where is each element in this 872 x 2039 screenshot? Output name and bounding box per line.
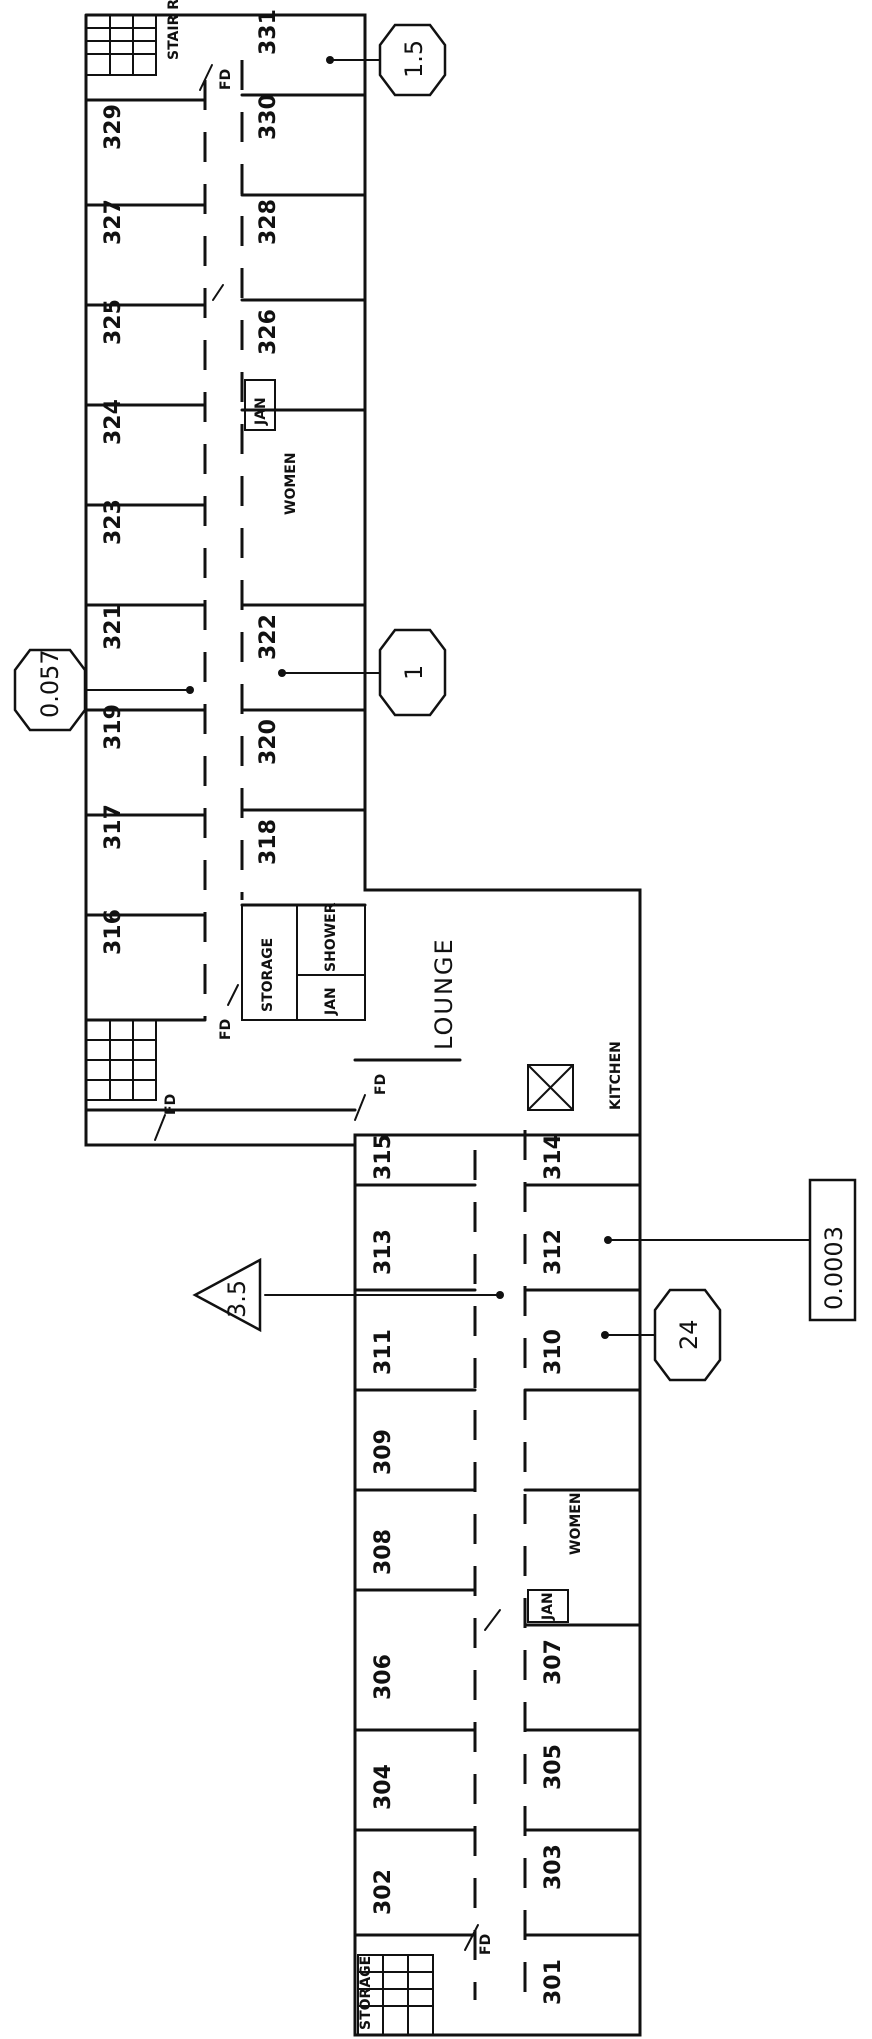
room-331: 331	[256, 9, 281, 55]
women-upper-label: WOMEN	[283, 452, 299, 515]
stairs-upper-south	[85, 1019, 157, 1101]
room-322: 322	[256, 614, 281, 660]
room-304: 304	[371, 1764, 396, 1810]
area-labels: LOUNGE WOMEN WOMEN KITCHEN STORAGE STORA…	[166, 0, 624, 2030]
fd-label-5: FD	[478, 1934, 494, 1955]
marker-15: 1.5	[326, 23, 447, 97]
room-314: 314	[541, 1134, 566, 1180]
fd-label-1: FD	[218, 69, 234, 90]
room-312: 312	[541, 1229, 566, 1275]
room-308: 308	[371, 1529, 396, 1575]
room-315: 315	[371, 1134, 396, 1180]
room-310: 310	[541, 1329, 566, 1375]
fd-label-4: FD	[373, 1074, 389, 1095]
marker-1: 1	[278, 628, 447, 717]
women-lower-label: WOMEN	[568, 1492, 584, 1555]
stairs-lower	[357, 1954, 434, 2036]
lounge-label: LOUNGE	[430, 937, 458, 1050]
fd-label-3: FD	[163, 1094, 179, 1115]
janitor-upper-label: JAN	[253, 397, 269, 426]
room-330: 330	[256, 94, 281, 140]
lower-wing	[353, 1064, 642, 2037]
room-labels-lower-left: 315 313 311 309 308 306 304 302	[371, 1134, 396, 1915]
room-321: 321	[101, 604, 126, 650]
room-302: 302	[371, 1869, 396, 1915]
shower-label: SHOWER	[323, 902, 339, 972]
room-301: 301	[541, 1959, 566, 2005]
marker-00003-text: 0.0003	[820, 1226, 848, 1310]
room-327: 327	[101, 199, 126, 245]
stairs-upper-north	[85, 14, 157, 76]
room-318: 318	[256, 819, 281, 865]
janitor-label: JAN	[323, 987, 339, 1016]
room-326: 326	[256, 309, 281, 355]
storage-upper-label: STORAGE	[260, 938, 276, 1012]
storage-lower-label: STORAGE	[358, 1956, 374, 2030]
marker-00003: 0.0003	[604, 1178, 857, 1322]
marker-1-text: 1	[400, 665, 428, 680]
room-labels-upper-right: 318 320 322 326 328 330 331	[256, 9, 281, 865]
kitchen-label: KITCHEN	[608, 1041, 624, 1110]
marker-35: 3.5	[192, 1257, 504, 1333]
room-317: 317	[101, 804, 126, 850]
marker-35-text: 3.5	[223, 1280, 251, 1318]
room-316: 316	[101, 909, 126, 955]
room-325: 325	[101, 299, 126, 345]
marker-24-text: 24	[675, 1319, 703, 1350]
room-307: 307	[541, 1639, 566, 1685]
room-328: 328	[256, 199, 281, 245]
marker-0057-text: 0.057	[36, 649, 64, 718]
fire-door-labels: FD FD FD FD FD	[163, 69, 494, 1955]
room-319: 319	[101, 704, 126, 750]
janitor-lower-label: JAN	[540, 1592, 556, 1621]
janitor-lower-box	[527, 1589, 569, 1623]
room-329: 329	[101, 104, 126, 150]
marker-0057: 0.057	[13, 648, 194, 732]
room-305: 305	[541, 1744, 566, 1790]
room-labels-lower-right: 314 312 310 307 305 303 301	[541, 1134, 566, 2005]
janitor-upper-box	[244, 379, 276, 431]
room-labels-upper-left: 316 317 319 321 323 324 325 327 329	[101, 104, 126, 955]
upper-wing	[84, 13, 642, 1147]
room-306: 306	[371, 1654, 396, 1700]
room-324: 324	[101, 399, 126, 445]
room-311: 311	[371, 1329, 396, 1375]
room-303: 303	[541, 1844, 566, 1890]
room-320: 320	[256, 719, 281, 765]
room-309: 309	[371, 1429, 396, 1475]
room-323: 323	[101, 499, 126, 545]
kitchen-fixture	[527, 1064, 574, 1111]
marker-15-text: 1.5	[400, 40, 428, 78]
stair-room-label: STAIR RM	[166, 0, 182, 60]
marker-24: 24	[601, 1288, 722, 1382]
janitor-box	[296, 974, 366, 1021]
fd-label-2: FD	[218, 1019, 234, 1040]
room-313: 313	[371, 1229, 396, 1275]
